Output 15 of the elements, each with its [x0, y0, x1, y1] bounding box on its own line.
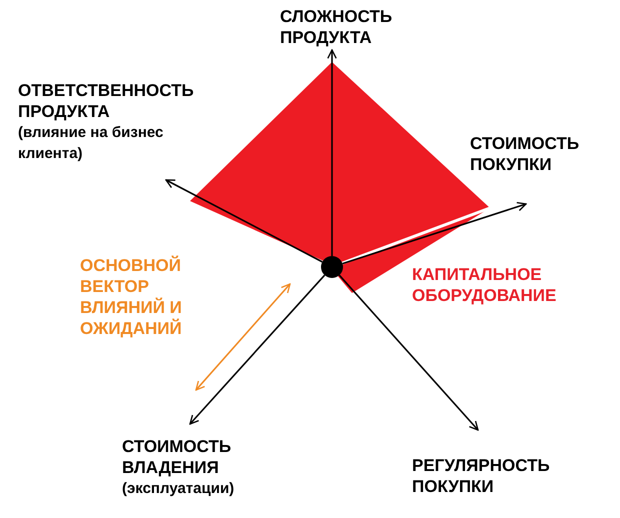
- axis-subtitle: (влияние на бизнес клиента): [18, 123, 164, 164]
- axis-title: СТОИМОСТЬ ВЛАДЕНИЯ: [122, 436, 232, 478]
- axis-arrow: [338, 274, 479, 431]
- axis-arrow: [342, 202, 527, 264]
- center-dot: [321, 256, 343, 278]
- vector-caption: ОСНОВНОЙ ВЕКТОР ВЛИЯНИЙ И ОЖИДАНИЙ: [80, 255, 183, 339]
- axis-title: ОТВЕТСТВЕННОСТЬ ПРОДУКТА: [18, 80, 195, 122]
- area-caption: КАПИТАЛЬНОЕ ОБОРУДОВАНИЕ: [412, 264, 558, 306]
- axis-title: СТОИМОСТЬ ПОКУПКИ: [470, 133, 580, 175]
- axis-subtitle: (эксплуатации): [122, 479, 236, 499]
- axis-arrow: [327, 49, 337, 256]
- axis-arrow: [165, 179, 323, 263]
- axis-arrow: [189, 274, 326, 425]
- axis-title: СЛОЖНОСТЬ ПРОДУКТА: [280, 6, 394, 48]
- axis-title: РЕГУЛЯРНОСТЬ ПОКУПКИ: [412, 455, 551, 497]
